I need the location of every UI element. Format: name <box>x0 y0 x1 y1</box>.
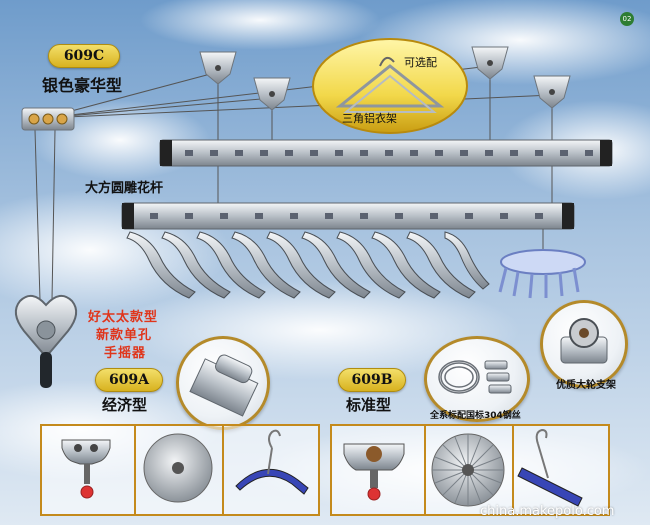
rod-label: 大方圆雕花杆 <box>85 181 164 196</box>
crank-handle <box>14 294 78 388</box>
panel-divider <box>222 424 224 516</box>
model-609a-badge: 609A <box>95 368 163 392</box>
wire-rope-image <box>438 360 512 394</box>
panel-609a-parts <box>40 424 320 516</box>
panel-divider <box>134 424 136 516</box>
lower-rod <box>121 202 575 230</box>
wheel-bracket-circle <box>540 300 628 388</box>
sock-clip-hanger <box>498 229 586 299</box>
rod-profile-circle <box>176 336 270 430</box>
crank-text-line2: 新款单孔 <box>96 328 153 343</box>
model-609a-name: 经济型 <box>102 396 148 414</box>
rod-profile-image <box>189 354 259 417</box>
watermark: china.makepolo.com <box>480 504 615 519</box>
wire-label: 全系标配国标304钢丝 <box>430 411 521 421</box>
model-609c-badge: 609C <box>48 44 120 68</box>
hanger-label: 三角铝衣架 <box>342 112 397 125</box>
model-609b-name: 标准型 <box>346 396 392 414</box>
wall-pulley <box>21 107 75 131</box>
hangers <box>126 231 490 299</box>
wheel-label: 优质大轮支架 <box>556 380 616 391</box>
crank-text-line1: 好太太款型 <box>88 310 159 325</box>
crank-text-line3: 手摇器 <box>104 346 147 361</box>
wheel-bracket-image <box>560 318 608 364</box>
ceiling-mounts <box>199 46 571 111</box>
model-609c-name: 银色豪华型 <box>42 76 123 95</box>
panel-divider <box>512 424 514 516</box>
optional-label: 可选配 <box>404 56 437 69</box>
panel-609b-parts <box>330 424 610 516</box>
panel-divider <box>424 424 426 516</box>
optional-hanger-callout <box>312 38 468 134</box>
model-609b-badge: 609B <box>338 368 406 392</box>
page-number-badge: 02 <box>620 12 634 26</box>
upper-rod <box>159 139 613 167</box>
wire-rope-circle <box>424 336 530 422</box>
